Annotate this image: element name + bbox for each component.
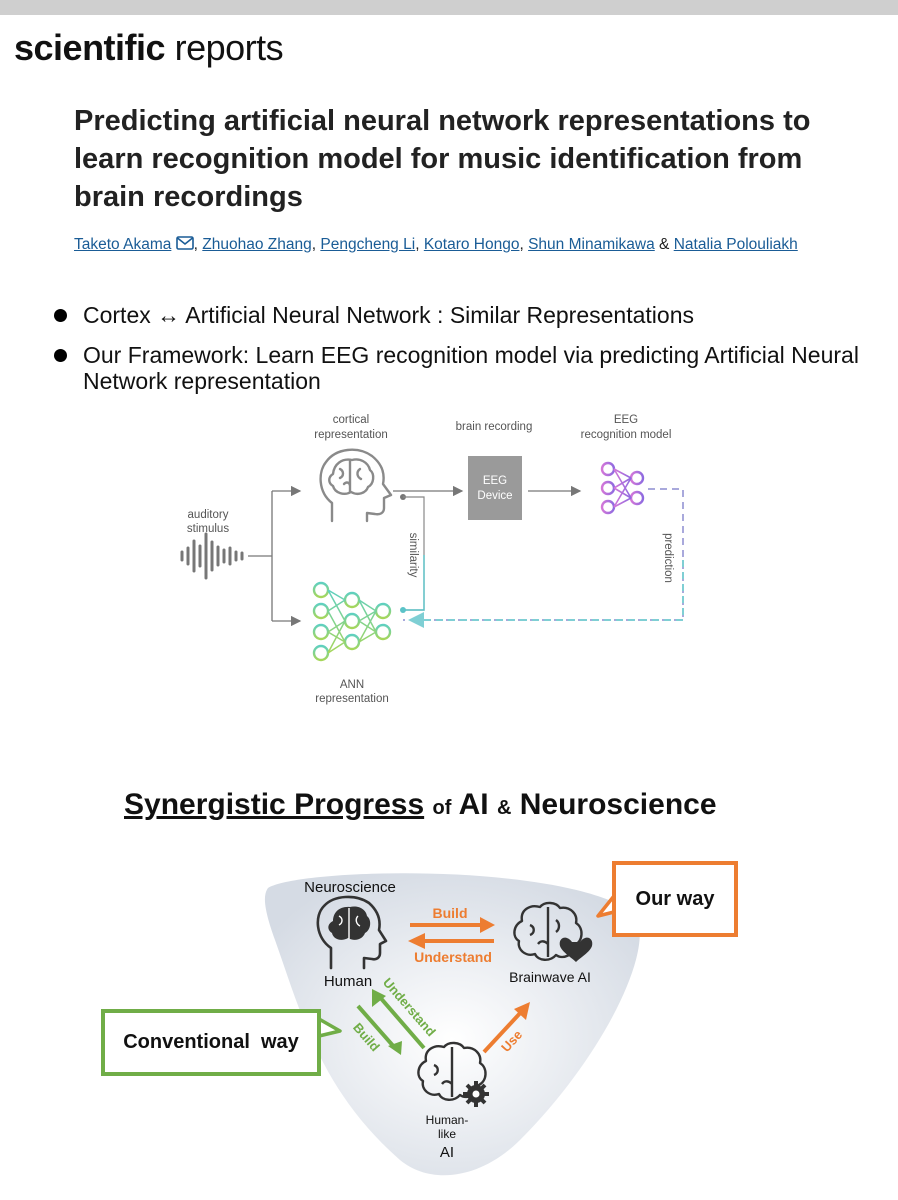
understand-label-top: Understand	[414, 949, 492, 965]
author-link[interactable]: Zhuohao Zhang	[202, 236, 312, 253]
synergy-triangle	[264, 873, 640, 1176]
head-brain-icon	[319, 448, 393, 523]
mail-icon[interactable]	[175, 236, 194, 250]
build-label-top: Build	[433, 905, 468, 921]
cortical-representation-label: cortical	[333, 414, 369, 426]
human-brain-icon	[316, 895, 388, 970]
author-link[interactable]: Kotaro Hongo	[423, 236, 520, 253]
brainwave-ai-label: Brainwave AI	[509, 969, 591, 985]
ai-brain-icon	[417, 1041, 487, 1101]
conventional-way-label: Conventional way	[123, 1031, 299, 1053]
heart-icon	[559, 937, 593, 962]
ann-network-icon	[312, 581, 392, 662]
author-link[interactable]: Taketo Akama	[74, 236, 172, 253]
build-arrow	[410, 917, 495, 933]
human-like-ai-label: Human-	[426, 1113, 469, 1127]
synergy-heading-of: of	[432, 797, 452, 819]
journal-logo-light: reports	[174, 27, 284, 68]
auditory-stimulus-label: auditory	[188, 509, 229, 521]
ann-representation-label: representation	[315, 693, 389, 705]
similarity-label: similarity	[407, 533, 419, 578]
bullet-dot-icon	[54, 349, 67, 362]
neuroscience-label: Neuroscience	[304, 879, 396, 896]
conventional-way-callout: Conventional way	[101, 1009, 321, 1076]
bullet-text: Cortex ↔ Artificial Neural Network : Sim…	[83, 302, 694, 328]
eeg-device-box	[468, 456, 522, 520]
synergy-heading: Synergistic Progress of AI & Neuroscienc…	[124, 788, 717, 822]
our-way-label: Our way	[635, 887, 715, 910]
author-link[interactable]: Shun Minamikawa	[528, 236, 655, 253]
understand-arrow-green	[372, 989, 426, 1050]
our-way-callout: Our way	[612, 861, 738, 937]
understand-arrow	[408, 933, 494, 949]
bullet-list: Cortex ↔ Artificial Neural Network : Sim…	[52, 302, 872, 408]
human-label: Human	[324, 973, 372, 990]
author-separator: ,	[311, 236, 321, 253]
eeg-device-label: Device	[477, 490, 512, 502]
synergy-heading-ai: AI	[458, 788, 489, 821]
bullet-item: Our Framework: Learn EEG recognition mod…	[52, 342, 872, 394]
cortical-representation-label: representation	[314, 429, 388, 441]
synergy-heading-neuro: Neuroscience	[519, 788, 717, 821]
author-separator: ,	[415, 236, 424, 253]
human-like-ai-label: AI	[440, 1144, 454, 1161]
author-link[interactable]: Pengcheng Li	[320, 236, 416, 253]
top-bar	[0, 0, 898, 15]
bullet-dot-icon	[54, 309, 67, 322]
bullet-text: Our Framework: Learn EEG recognition mod…	[83, 342, 859, 394]
use-arrow	[482, 1002, 530, 1054]
author-list: Taketo Akama , Zhuohao Zhang, Pengcheng …	[74, 236, 874, 254]
brain-recording-label: brain recording	[456, 421, 533, 433]
eeg-device-label: EEG	[483, 475, 507, 487]
author-separator: ,	[193, 236, 203, 253]
bullet-item: Cortex ↔ Artificial Neural Network : Sim…	[52, 302, 872, 328]
gear-icon	[463, 1081, 489, 1107]
prediction-label: prediction	[662, 533, 674, 583]
synergy-heading-amp: &	[496, 797, 512, 819]
ann-representation-label: ANN	[340, 679, 364, 691]
synergy-heading-main: Synergistic Progress	[124, 788, 425, 821]
journal-logo-bold: scientific	[14, 27, 166, 68]
waveform-icon	[180, 532, 244, 580]
eeg-network-icon	[600, 461, 645, 515]
human-like-ai-label: like	[438, 1127, 456, 1141]
author-separator: &	[654, 236, 674, 253]
journal-logo: scientific reports	[14, 26, 284, 70]
eeg-model-label: recognition model	[581, 429, 672, 441]
eeg-model-label: EEG	[614, 414, 638, 426]
build-arrow-green	[356, 1004, 402, 1055]
author-link[interactable]: Natalia Polouliakh	[673, 236, 798, 253]
author-separator: ,	[519, 236, 529, 253]
auditory-stimulus-label: stimulus	[187, 523, 229, 535]
paper-title: Predicting artificial neural network rep…	[74, 105, 811, 213]
